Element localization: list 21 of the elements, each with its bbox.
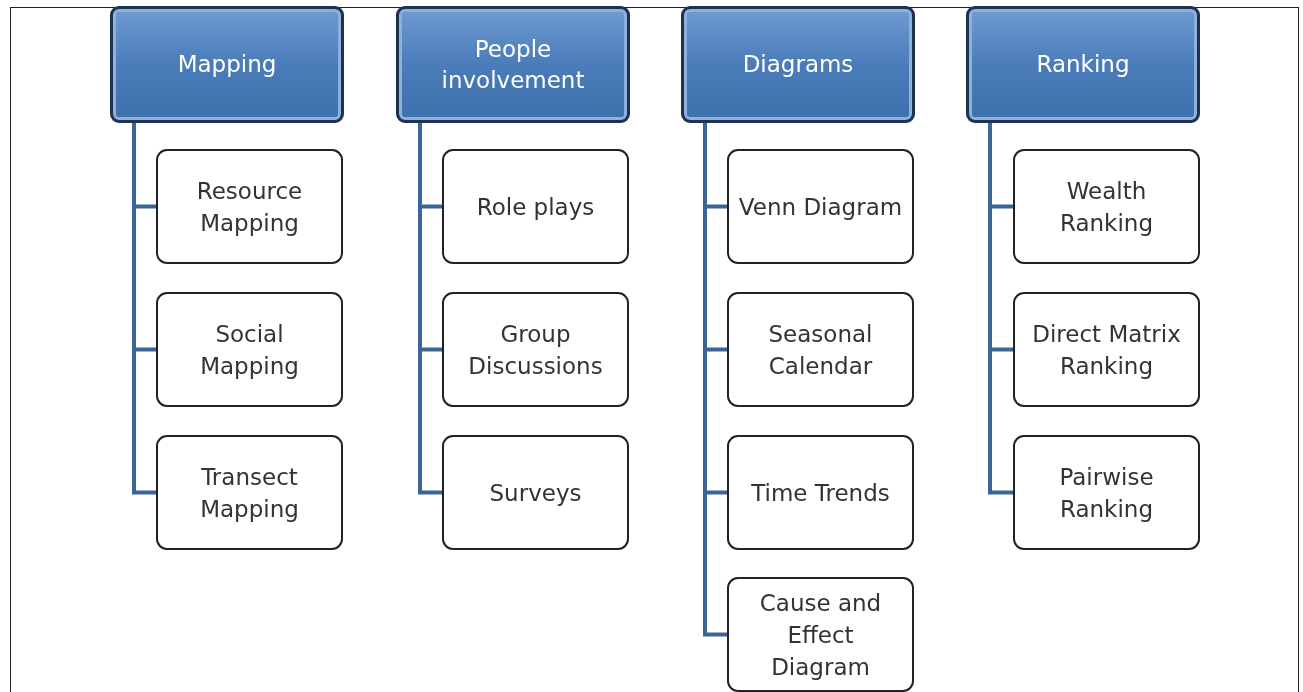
category-header-box: Mapping [110, 6, 344, 123]
method-box: Role plays [442, 149, 629, 264]
category-header-box: Ranking [966, 6, 1200, 123]
connector-line [703, 123, 727, 637]
connector-line [132, 123, 156, 495]
method-box: Seasonal Calendar [727, 292, 914, 407]
connector-line [988, 123, 1013, 495]
method-box: Group Discussions [442, 292, 629, 407]
method-box: Social Mapping [156, 292, 343, 407]
method-box: Time Trends [727, 435, 914, 550]
method-box: Surveys [442, 435, 629, 550]
method-box: Transect Mapping [156, 435, 343, 550]
method-box: Direct Matrix Ranking [1013, 292, 1200, 407]
method-box: Resource Mapping [156, 149, 343, 264]
method-box: Wealth Ranking [1013, 149, 1200, 264]
category-header-box: Diagrams [681, 6, 915, 123]
method-box: Pairwise Ranking [1013, 435, 1200, 550]
method-box: Venn Diagram [727, 149, 914, 264]
connector-line [418, 123, 442, 495]
method-box: Cause and Effect Diagram [727, 577, 914, 692]
category-header-box: People involvement [396, 6, 630, 123]
